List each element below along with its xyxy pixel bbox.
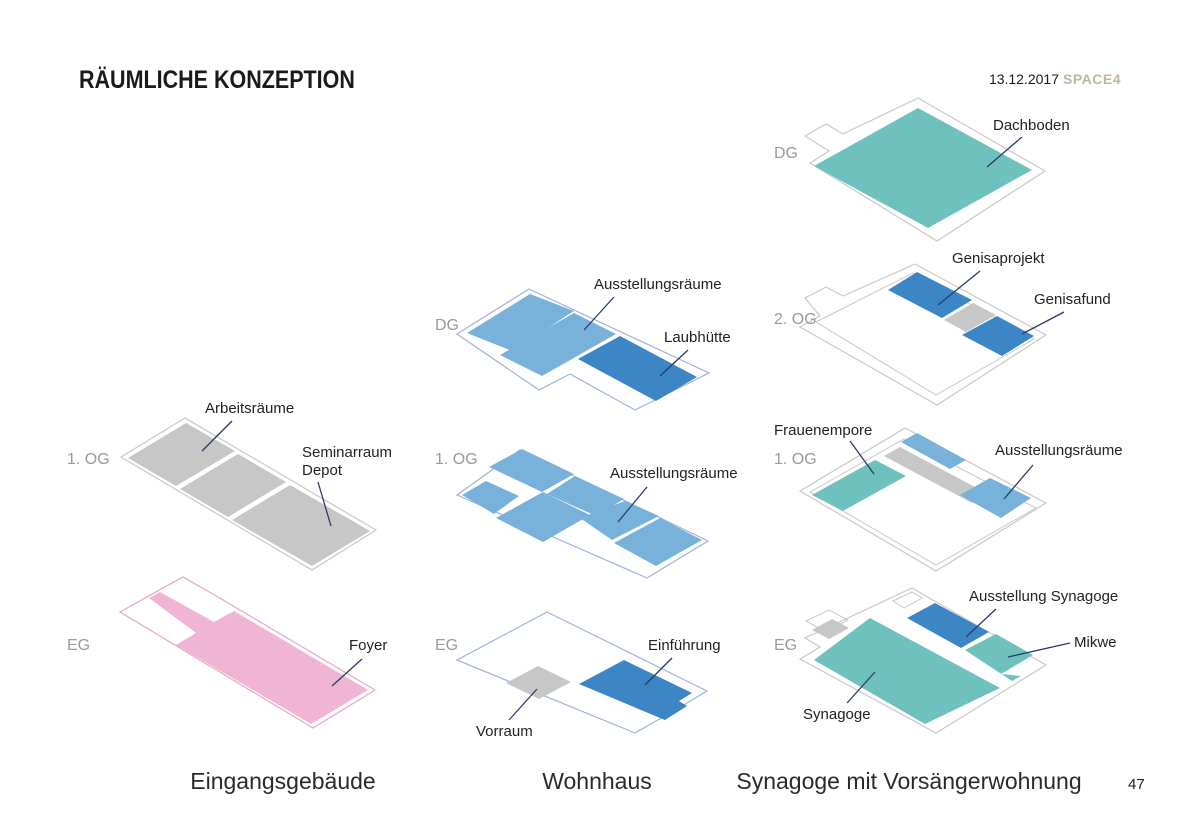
room-mikwe (965, 634, 1033, 681)
floor-label: 1. OG (774, 451, 817, 468)
room-label: Ausstellungsräume (610, 465, 738, 482)
page-number: 47 (1128, 776, 1145, 793)
eingang-floor-eg (118, 576, 377, 729)
room-label: Vorraum (476, 723, 533, 740)
room-label: Dachboden (993, 117, 1070, 134)
room-label: Laubhütte (664, 329, 731, 346)
room-genisafund (962, 316, 1034, 356)
floor-inner-outline (891, 591, 923, 609)
floor-label: 1. OG (435, 451, 478, 468)
room-ausstellung-1og-6 (614, 518, 702, 566)
building-eingangsgebaeude: 1. OG Arbeitsräume Seminarraum Depot EG … (67, 400, 392, 794)
room-ausstellung-dg-1 (467, 294, 574, 351)
room-label: Mikwe (1074, 634, 1117, 651)
leader-line (331, 658, 363, 687)
room-genisaprojekt (888, 272, 972, 318)
synagoge-floor-1og (798, 427, 1048, 572)
synagoge-floor-eg (798, 587, 1048, 734)
leader-line (508, 688, 538, 721)
floor-label: EG (774, 637, 797, 654)
room-ausstellung-1og-large (960, 478, 1031, 518)
page-title: RÄUMLICHE KONZEPTION (79, 66, 355, 94)
leader-line (1007, 642, 1071, 658)
building-caption: Synagoge mit Vorsängerwohnung (736, 768, 1081, 794)
floor-outline (798, 587, 1048, 734)
room-label: Foyer (349, 637, 387, 654)
floor-inner-outline (808, 438, 1038, 566)
header-date: 13.12.2017 (988, 71, 1060, 87)
building-synagoge: DG Dachboden 2. OG Genisaprojekt Genisaf… (736, 97, 1123, 794)
floor-outline (119, 417, 378, 571)
floor-outline (118, 576, 377, 729)
synagoge-floor-2og (798, 263, 1048, 406)
room-middle (180, 454, 286, 517)
leader-line (617, 486, 648, 523)
brand-logo: SPACE4 (1063, 71, 1121, 87)
room-ausstellung-1og-3 (496, 492, 590, 542)
room-ausstellung-dg-2 (500, 313, 616, 376)
leader-line (317, 481, 332, 527)
leader-line (659, 349, 689, 377)
room-ausstellung-1og-small (901, 433, 966, 469)
room-vorraum (506, 666, 571, 699)
room-frauenempore (812, 460, 906, 511)
floor-label: DG (435, 317, 459, 334)
wohnhaus-floor-dg (455, 288, 711, 411)
floor-label: 1. OG (67, 451, 110, 468)
leader-line (846, 671, 876, 704)
building-caption: Eingangsgebäude (190, 768, 375, 794)
leader-line (937, 270, 981, 306)
leader-line (965, 608, 997, 638)
room-arbeitsraeume (128, 423, 235, 486)
floor-outline (798, 263, 1048, 406)
floor-outline (798, 427, 1048, 572)
room-label: Arbeitsräume (205, 400, 294, 417)
room-ausstellung-1og-4 (547, 476, 624, 516)
building-wohnhaus: DG Ausstellungsräume Laubhütte 1. OG Aus… (435, 276, 738, 794)
room-ausstellung-1og-1 (489, 449, 574, 492)
floor-outline (455, 288, 711, 411)
room-label: Frauenempore (774, 422, 872, 439)
room-label: Ausstellungsräume (594, 276, 722, 293)
eingang-floor-1og (119, 417, 378, 571)
floor-label: EG (67, 637, 90, 654)
synagoge-floor-dg (803, 97, 1047, 242)
room-small-gray (812, 619, 849, 639)
leader-line (849, 440, 875, 475)
room-gray-gallery (884, 447, 988, 503)
room-label: Ausstellung Synagoge (969, 588, 1118, 605)
building-caption: Wohnhaus (542, 768, 652, 794)
room-synagoge (814, 618, 1000, 724)
floor-outline (455, 611, 709, 734)
floor-outline (803, 97, 1047, 242)
room-ausstellung-1og-2 (462, 481, 519, 514)
room-foyer (149, 592, 368, 724)
wohnhaus-floor-eg (455, 611, 709, 734)
floor-label: DG (774, 145, 798, 162)
leader-line (1021, 311, 1065, 335)
room-label: Synagoge (803, 706, 871, 723)
room-label: Einführung (648, 637, 721, 654)
leader-line (1003, 464, 1034, 500)
room-einfuehrung (579, 660, 692, 720)
room-seminarraum-depot (232, 485, 370, 566)
room-label: Seminarraum (302, 444, 392, 461)
floor-inner-outline (814, 272, 1036, 396)
room-laubhuette (578, 336, 697, 401)
room-dachboden (814, 108, 1032, 228)
floor-label: EG (435, 637, 458, 654)
room-label: Genisafund (1034, 291, 1111, 308)
room-label: Depot (302, 462, 343, 479)
leader-line (986, 136, 1023, 168)
leader-line (201, 420, 233, 452)
leader-line (583, 296, 615, 331)
leader-line (644, 657, 673, 686)
room-genisa-gray (944, 303, 996, 332)
floor-label: 2. OG (774, 311, 817, 328)
room-label: Ausstellungsräume (995, 442, 1123, 459)
room-ausstellung-synagoge (907, 603, 989, 648)
room-label: Genisaprojekt (952, 250, 1045, 267)
